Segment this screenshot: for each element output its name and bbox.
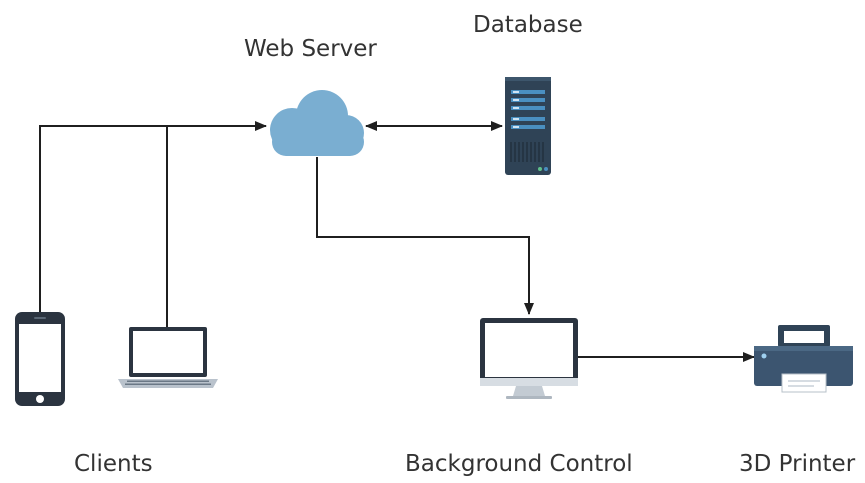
background-control-label: Background Control bbox=[405, 451, 633, 477]
cloud-icon bbox=[270, 90, 364, 156]
server-rack-icon bbox=[505, 77, 551, 175]
smartphone-icon bbox=[15, 312, 65, 406]
printer-label: 3D Printer bbox=[739, 451, 856, 477]
database-label: Database bbox=[473, 12, 583, 38]
web-server-label: Web Server bbox=[244, 36, 377, 62]
clients-label: Clients bbox=[74, 451, 153, 477]
laptop-icon bbox=[118, 327, 218, 388]
connectors bbox=[39, 121, 755, 362]
desktop-monitor-icon bbox=[480, 318, 578, 399]
printer-icon bbox=[754, 325, 853, 393]
phone-to-server-line bbox=[39, 121, 267, 312]
server-to-control-line bbox=[316, 157, 534, 315]
